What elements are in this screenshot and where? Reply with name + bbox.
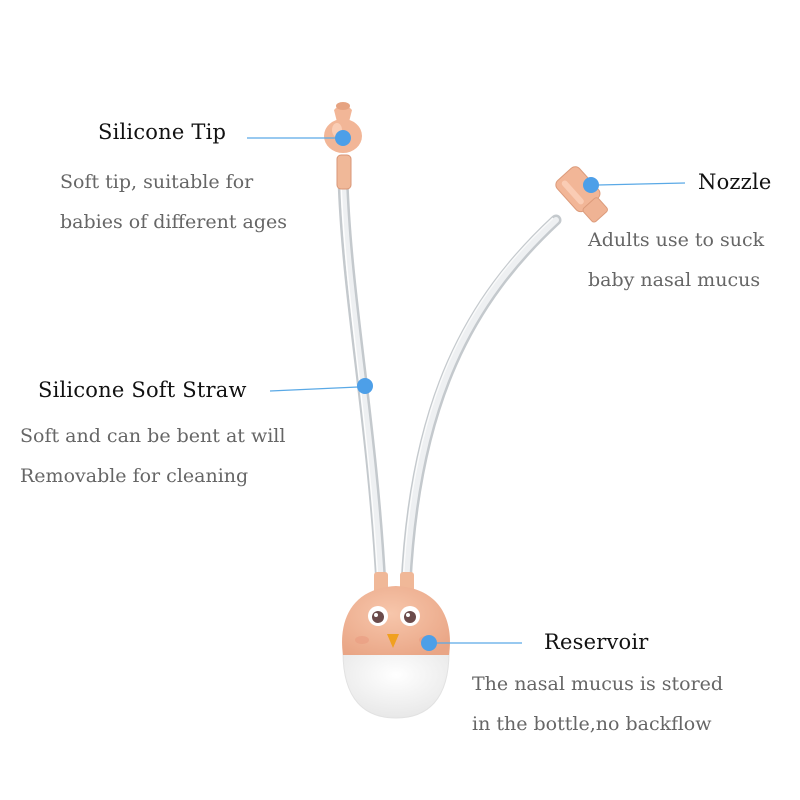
silicone-tip-title: Silicone Tip [98, 120, 227, 144]
nozzle-desc-line1: Adults use to suck [588, 229, 765, 251]
soft-straw-desc-line2: Removable for cleaning [20, 465, 249, 487]
silicone-tip-desc-line2: babies of different ages [60, 211, 287, 233]
reservoir-desc-line1: The nasal mucus is stored [472, 673, 724, 695]
reservoir-title: Reservoir [544, 630, 649, 654]
right-straw [400, 214, 562, 591]
nozzle-part [555, 166, 608, 223]
silicone-tip-desc-line1: Soft tip, suitable for [60, 171, 254, 193]
reservoir-dot [421, 635, 437, 651]
nozzle-desc-line2: baby nasal mucus [588, 269, 761, 291]
nozzle-leader [597, 182, 686, 186]
left-straw [337, 174, 387, 591]
soft-straw-leader [269, 386, 359, 392]
reservoir-desc-line2: in the bottle,no backflow [472, 713, 712, 735]
nozzle-title: Nozzle [698, 170, 772, 194]
soft-straw-desc-line1: Soft and can be bent at will [20, 425, 286, 447]
silicone-tip-dot [335, 130, 351, 146]
nozzle-dot [583, 177, 599, 193]
soft-straw-dot [357, 378, 373, 394]
soft-straw-title: Silicone Soft Straw [38, 378, 247, 402]
callout-leaders [247, 130, 686, 651]
